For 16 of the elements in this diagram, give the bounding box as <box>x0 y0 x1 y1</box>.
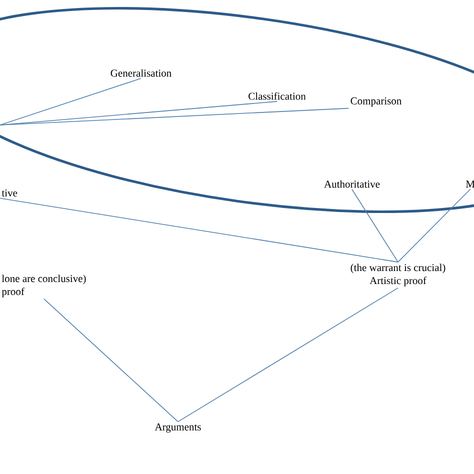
connector-line <box>44 298 178 422</box>
text-label: Generalisation <box>110 69 172 77</box>
text-label: tive <box>2 189 18 197</box>
text-label: (the warrant is crucial) Artistic proof <box>350 264 446 286</box>
connector-line <box>0 108 350 126</box>
text-label: Comparison <box>350 97 402 107</box>
connector-line <box>178 288 398 422</box>
connector-line <box>0 198 398 262</box>
connector-line <box>352 189 398 262</box>
text-label: Classification <box>248 92 306 100</box>
connector-line <box>398 188 471 262</box>
text-label: Authoritative <box>324 180 380 188</box>
connector-line <box>0 78 142 126</box>
ellipse-outline <box>0 7 474 213</box>
text-label: Arguments <box>154 423 201 433</box>
text-label: lone are conclusive) proof <box>2 274 86 298</box>
